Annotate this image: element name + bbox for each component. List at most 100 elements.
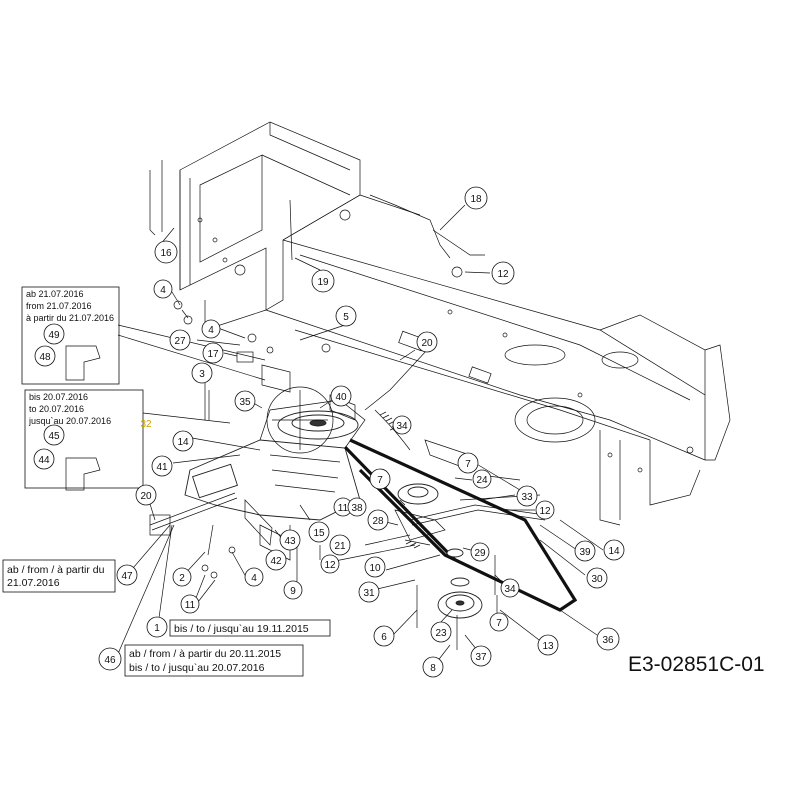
callout-label: 23 (435, 628, 447, 639)
callout-label: 11 (338, 503, 349, 514)
callout-29: 29 (470, 542, 490, 562)
callout-30: 30 (586, 567, 608, 589)
callout-label: 32 (140, 419, 152, 430)
callout-label: 19 (317, 277, 329, 288)
callout-36: 36 (596, 627, 620, 651)
callout-label: 9 (290, 586, 296, 597)
callout-7c: 7 (489, 612, 509, 632)
callout-49: 49 (43, 323, 65, 345)
callout-label: 4 (208, 325, 214, 336)
callout-12-mid: 12 (320, 554, 340, 574)
callout-label: 28 (372, 516, 384, 527)
callout-label: 31 (363, 588, 375, 599)
callout-27: 27 (169, 329, 191, 351)
small-hardware (65, 160, 496, 650)
callout-label: 39 (579, 547, 591, 558)
note-line: from 21.07.2016 (26, 301, 92, 311)
callout-label: 10 (369, 563, 381, 574)
pulleys (397, 483, 483, 619)
callout-43: 43 (279, 529, 301, 551)
callout-17: 17 (202, 342, 224, 364)
callout-label: 1 (154, 623, 160, 634)
callout-label: 40 (335, 392, 347, 403)
note-line: bis / to / jusqu`au 20.07.2016 (129, 662, 265, 674)
callout-label: 11 (185, 600, 196, 611)
callout-label: 29 (474, 548, 486, 559)
note-box-part1: bis / to / jusqu`au 19.11.2015 (169, 619, 331, 637)
callout-24: 24 (472, 469, 492, 489)
callout-label: 12 (497, 269, 509, 280)
callout-11b: 11 (180, 594, 200, 614)
callout-10: 10 (364, 556, 386, 578)
callout-14b: 14 (603, 539, 625, 561)
callout-1: 1 (146, 616, 168, 638)
callout-6: 6 (373, 625, 395, 647)
callout-label: 38 (351, 503, 363, 514)
callout-39: 39 (574, 540, 596, 562)
callout-4a: 4 (153, 279, 173, 299)
callout-46: 46 (98, 647, 122, 671)
callout-32: 32 (140, 419, 152, 430)
callout-label: 7 (465, 459, 471, 470)
callout-15: 15 (308, 521, 330, 543)
callout-label: 5 (343, 312, 349, 323)
callout-label: 33 (521, 492, 533, 503)
callout-label: 30 (591, 574, 603, 585)
callout-14a: 14 (172, 430, 194, 452)
callout-label: 17 (207, 349, 219, 360)
callout-45: 45 (43, 424, 65, 446)
note-line: jusqu`au 20.07.2016 (28, 416, 111, 426)
callout-4c: 4 (244, 567, 264, 587)
callout-label: 45 (48, 431, 60, 442)
note-box-part47: ab / from / à partir du 21.07.2016 (2, 559, 116, 593)
callout-label: 41 (156, 462, 168, 473)
callout-label: 13 (542, 641, 554, 652)
callout-21: 21 (329, 534, 351, 556)
callout-label: 20 (140, 491, 152, 502)
callout-33: 33 (516, 485, 538, 507)
callout-label: 24 (476, 475, 488, 486)
callout-42: 42 (265, 549, 287, 571)
callout-20a: 20 (416, 331, 438, 353)
note-box-to-2016: bis 20.07.2016 to 20.07.2016 jusqu`au 20… (24, 389, 144, 489)
callout-label: 47 (121, 571, 133, 582)
chassis-frame (179, 121, 731, 526)
callout-label: 3 (199, 369, 205, 380)
callout-label: 44 (38, 455, 50, 466)
callout-label: 21 (334, 541, 346, 552)
callout-label: 34 (504, 584, 516, 595)
callout-label: 16 (160, 248, 172, 259)
drive-belt (343, 438, 578, 612)
callout-7b: 7 (369, 468, 391, 490)
callout-23: 23 (430, 621, 452, 643)
callout-34b: 34 (500, 578, 520, 598)
callout-41: 41 (151, 455, 173, 477)
callout-20b: 20 (135, 484, 157, 506)
callout-label: 4 (251, 573, 257, 584)
callout-label: 7 (496, 618, 502, 629)
note-line: ab / from / à partir du (7, 564, 105, 576)
callout-label: 37 (475, 652, 487, 663)
drawing-code: E3-02851C-01 (628, 653, 765, 676)
callout-19: 19 (311, 269, 335, 293)
callout-label: 8 (430, 663, 436, 674)
callout-8: 8 (422, 656, 444, 678)
callout-44: 44 (33, 448, 55, 470)
callout-label: 15 (313, 528, 325, 539)
callout-label: 2 (179, 573, 185, 584)
callouts: 16 19 18 12 4 5 4 27 17 20 3 35 40 49 48… (33, 186, 625, 678)
callout-label: 34 (396, 421, 408, 432)
callout-28: 28 (367, 509, 389, 531)
callout-16: 16 (154, 240, 178, 264)
callout-label: 49 (48, 330, 60, 341)
callout-40: 40 (330, 385, 352, 407)
callout-38: 38 (347, 497, 367, 517)
callout-35: 35 (234, 390, 256, 412)
callout-label: 43 (284, 536, 296, 547)
callout-3: 3 (191, 362, 213, 384)
callout-2: 2 (172, 567, 192, 587)
callout-label: 27 (174, 336, 186, 347)
callout-label: 42 (270, 556, 282, 567)
callout-12a: 12 (491, 261, 515, 285)
